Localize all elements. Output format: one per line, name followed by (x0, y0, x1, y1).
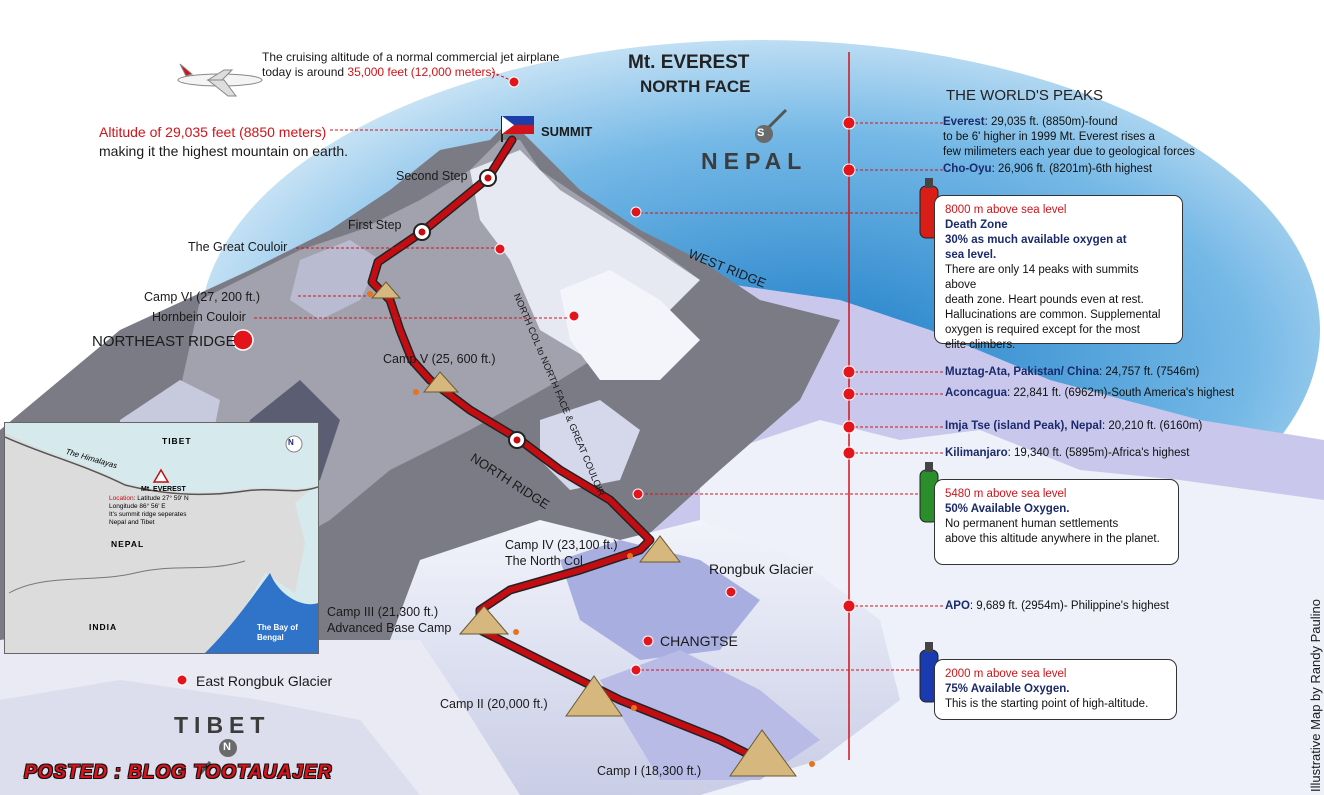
label-camp2: Camp II (20,000 ft.) (440, 697, 548, 711)
tent-camp1 (729, 729, 797, 777)
label-camp3-line2: Advanced Base Camp (327, 621, 452, 635)
inset-bay-1: The Bay of (257, 623, 298, 632)
airplane (177, 63, 263, 97)
inset-map-shapes (5, 423, 318, 653)
label-first-step: First Step (348, 218, 402, 232)
label-camp1: Camp I (18,300 ft.) (597, 764, 702, 778)
tibet-label: TIBET (174, 712, 271, 738)
nepal-label: NEPAL (701, 148, 808, 174)
peaks-title: THE WORLD'S PEAKS (946, 87, 1104, 104)
peak-imja-tse: Imja Tse (island Peak), Nepal: 20,210 ft… (945, 420, 1203, 432)
inset-longitude: Longitude 86° 56' E (109, 503, 166, 510)
label-camp4-line2: The North Col (505, 554, 583, 568)
label-camp4-line1: Camp IV (23,100 ft.) (505, 538, 618, 552)
zone-card-2000m: 2000 m above sea level 75% Available Oxy… (934, 659, 1177, 720)
summit-label: SUMMIT (541, 124, 593, 139)
jet-note-line2: today is around 35,000 feet (12,000 mete… (262, 65, 499, 79)
inset-bay-2: Bengal (257, 633, 284, 642)
zone-card-8000m: 8000 m above sea level Death Zone 30% as… (934, 195, 1183, 351)
tent-camp6 (370, 281, 402, 299)
label-camp6: Camp VI (27, 200 ft.) (144, 290, 261, 304)
label-hornbein: Hornbein Couloir (152, 310, 246, 324)
peak-everest: Everest: 29,035 ft. (8850m)-found (943, 116, 1118, 128)
inset-compass-icon: N (288, 438, 294, 447)
tent-camp4 (638, 535, 682, 563)
tent-camp5 (422, 371, 460, 393)
credit: Illustrative Map by Randy Paulino (1308, 599, 1323, 792)
label-camp5: Camp V (25, 600 ft.) (383, 352, 496, 366)
summit-flag (501, 116, 534, 142)
inset-mt-everest: Mt. EVEREST (141, 486, 186, 493)
label-great-couloir: The Great Couloir (188, 240, 288, 254)
peak-apo: APO: 9,689 ft. (2954m)- Philippine's hig… (945, 600, 1170, 612)
altitude-rest: making it the highest mountain on earth. (99, 143, 349, 159)
inset-india: INDIA (89, 622, 118, 632)
watermark: POSTED : BLOG TOOTAUAJER (24, 762, 333, 783)
title-line1: Mt. EVEREST (628, 52, 750, 73)
altitude-highlight: Altitude of 29,035 feet (8850 meters) (99, 124, 327, 140)
climbing-route (369, 137, 763, 763)
jet-note-line1: The cruising altitude of a normal commer… (262, 50, 560, 64)
inset-location: Location: Latitude 27° 59' N (109, 495, 189, 502)
peak-cho-oyu: Cho-Oyu: 26,906 ft. (8201m)-6th highest (943, 163, 1153, 175)
zone-card-5480m: 5480 m above sea level 50% Available Oxy… (934, 479, 1179, 565)
title-line2: NORTH FACE (640, 77, 751, 96)
label-east-rongbuk: East Rongbuk Glacier (196, 673, 333, 689)
label-second-step: Second Step (396, 169, 468, 183)
peak-muztag-ata: Muztag-Ata, Pakistan/ China: 24,757 ft. … (945, 366, 1200, 378)
tent-camp3 (458, 605, 510, 635)
peak-kilimanjaro: Kilimanjaro: 19,340 ft. (5895m)-Africa's… (945, 447, 1190, 459)
inset-nepal: NEPAL (111, 539, 145, 549)
tibet-compass-icon: N (223, 741, 231, 753)
peak-everest-line3: few milimeters each year due to geologic… (943, 146, 1195, 158)
inset-tibet: TIBET (162, 436, 192, 446)
tent-camp2 (565, 675, 623, 717)
nepal-compass-icon: S (757, 127, 765, 139)
inset-map: TIBET N The Himalayas Mt. EVEREST Locati… (4, 422, 319, 654)
label-changtse: CHANGTSE (660, 633, 738, 649)
peak-everest-line2: to be 6' higher in 1999 Mt. Everest rise… (943, 131, 1155, 143)
label-northeast-ridge: NORTHEAST RIDGE (92, 333, 236, 350)
label-camp3-line1: Camp III (21,300 ft.) (327, 605, 439, 619)
inset-ridge-2: Nepal and Tibet (109, 519, 155, 526)
inset-ridge-1: It's summit ridge seperates (109, 511, 187, 518)
peak-aconcagua: Aconcagua: 22,841 ft. (6962m)-South Amer… (945, 387, 1235, 399)
label-rongbuk-glacier: Rongbuk Glacier (709, 561, 814, 577)
